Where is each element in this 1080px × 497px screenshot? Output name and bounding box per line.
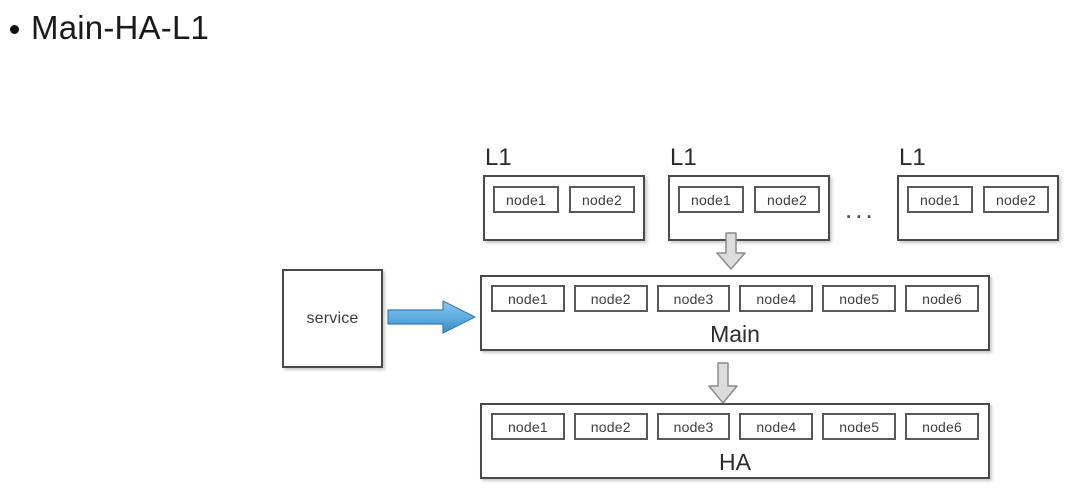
- l1-group-3-box: node1 node2: [897, 175, 1059, 241]
- node-chip[interactable]: node1: [491, 285, 565, 312]
- main-cluster-nodes: node1 node2 node3 node4 node5 node6: [491, 285, 979, 312]
- l1-group-3-label: L1: [899, 144, 926, 171]
- slide-title-text: Main-HA-L1: [31, 9, 210, 46]
- node-chip[interactable]: node1: [493, 186, 559, 213]
- service-label: service: [306, 309, 359, 327]
- main-cluster-box: node1 node2 node3 node4 node5 node6 Main: [480, 275, 990, 351]
- l1-group-2-nodes: node1 node2: [678, 186, 820, 213]
- node-chip[interactable]: node3: [656, 285, 731, 312]
- node-chip[interactable]: node1: [907, 186, 973, 213]
- l1-group-3-nodes: node1 node2: [907, 186, 1049, 213]
- ha-cluster-nodes: node1 node2 node3 node4 node5 node6: [491, 413, 979, 440]
- service-box[interactable]: service: [282, 269, 383, 368]
- node-chip[interactable]: node2: [573, 413, 648, 440]
- node-chip[interactable]: node6: [905, 285, 979, 312]
- l1-group-2-box: node1 node2: [668, 175, 830, 241]
- ha-cluster-box: node1 node2 node3 node4 node5 node6 HA: [480, 403, 990, 479]
- node-chip[interactable]: node4: [739, 285, 814, 312]
- node-chip[interactable]: node5: [822, 413, 897, 440]
- node-chip[interactable]: node3: [656, 413, 731, 440]
- node-chip[interactable]: node2: [569, 186, 635, 213]
- l1-to-main-arrow-icon: [716, 232, 746, 270]
- l1-group-1-nodes: node1 node2: [493, 186, 635, 213]
- slide-title: Main-HA-L1: [10, 8, 209, 48]
- main-to-ha-arrow-icon: [708, 362, 738, 404]
- ellipsis-label: ...: [845, 194, 876, 224]
- node-chip[interactable]: node6: [905, 413, 979, 440]
- l1-group-2-label: L1: [670, 144, 697, 171]
- service-to-main-arrow-icon: [387, 300, 476, 334]
- ha-cluster-label: HA: [719, 449, 751, 475]
- node-chip[interactable]: node1: [678, 186, 744, 213]
- bullet-icon: [10, 24, 19, 34]
- node-chip[interactable]: node2: [983, 186, 1049, 213]
- main-cluster-label: Main: [710, 321, 760, 347]
- node-chip[interactable]: node4: [739, 413, 814, 440]
- l1-group-1-box: node1 node2: [483, 175, 645, 241]
- node-chip[interactable]: node1: [491, 413, 565, 440]
- node-chip[interactable]: node5: [822, 285, 897, 312]
- node-chip[interactable]: node2: [754, 186, 820, 213]
- l1-group-1-label: L1: [485, 144, 512, 171]
- node-chip[interactable]: node2: [573, 285, 648, 312]
